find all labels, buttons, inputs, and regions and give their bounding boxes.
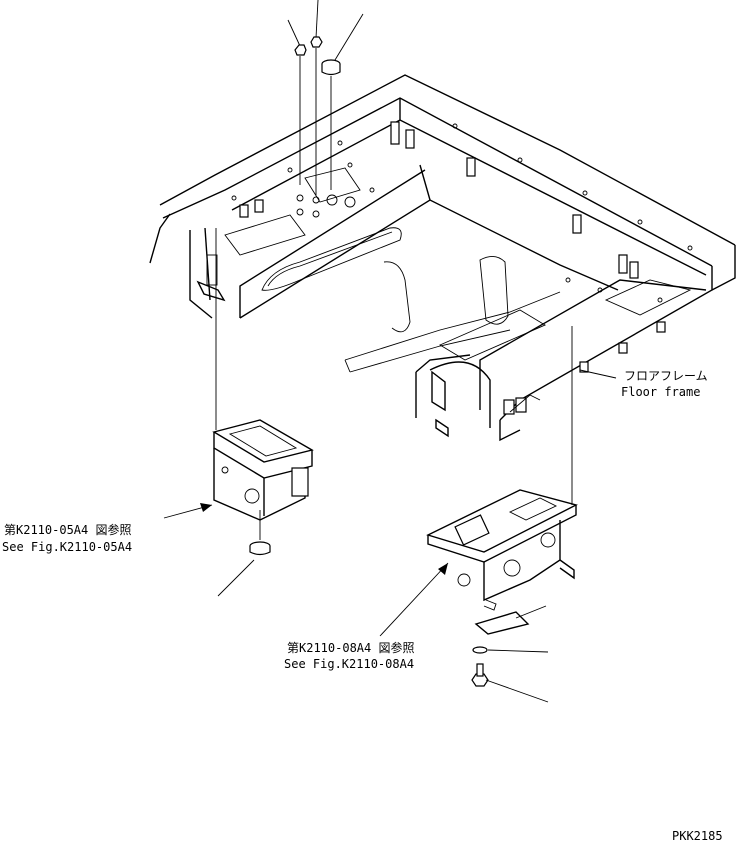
ref-left-label-en: See Fig.K2110-05A4 bbox=[2, 540, 132, 554]
washer bbox=[472, 646, 488, 654]
right-control-box bbox=[426, 326, 578, 703]
drawing-code: PKK2185 bbox=[672, 829, 723, 843]
plate bbox=[474, 611, 530, 635]
ref-right-label-en: See Fig.K2110-08A4 bbox=[284, 657, 414, 671]
bolt-bottom bbox=[471, 673, 489, 687]
floor-frame-label-en: Floor frame bbox=[621, 385, 700, 399]
ref-right-label-jp: 第K2110-08A4 図参照 bbox=[287, 640, 414, 655]
bolt-1 bbox=[294, 44, 307, 56]
floor-frame bbox=[149, 74, 736, 442]
ref-left-label-jp: 第K2110-05A4 図参照 bbox=[4, 522, 131, 537]
bolt-2 bbox=[310, 36, 323, 48]
annotations: フロアフレーム Floor frame 第K2110-05A4 図参照 See … bbox=[2, 369, 723, 843]
floor-frame-label-jp: フロアフレーム bbox=[624, 369, 708, 383]
top-hardware bbox=[287, 0, 364, 195]
left-control-box bbox=[212, 228, 314, 597]
